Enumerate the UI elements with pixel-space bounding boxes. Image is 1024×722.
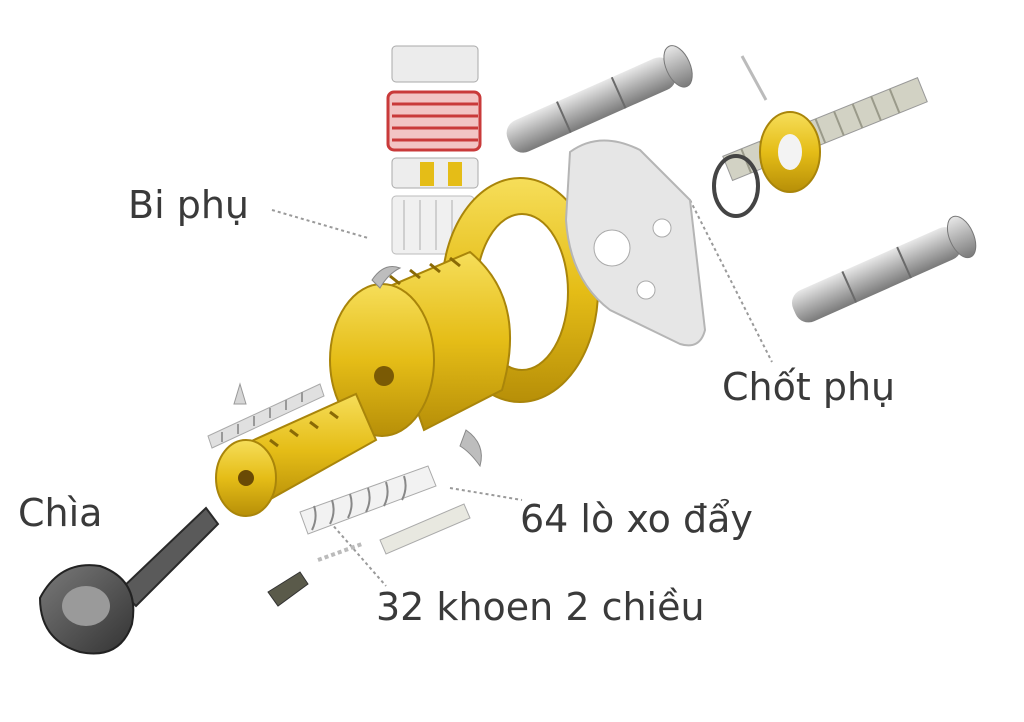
label-chia: Chìa: [18, 491, 102, 535]
curved-clip-top: [371, 266, 402, 289]
small-block: [267, 571, 309, 607]
pin-row-upper: [207, 382, 325, 449]
steel-pin-bottom: [792, 215, 977, 323]
curved-clip-bottom: [459, 429, 482, 468]
spring-clip-group: [299, 465, 471, 562]
brass-plug: [215, 392, 378, 517]
silver-plate: [564, 139, 707, 347]
steel-pin-top: [506, 45, 693, 153]
leader-lines: [271, 199, 773, 587]
label-khoen: 32 khoen 2 chiều: [376, 585, 705, 629]
key: [38, 506, 220, 655]
label-bi-phu: Bi phụ: [128, 183, 249, 227]
pin-spring-stack: [386, 45, 482, 255]
label-lo-xo: 64 lò xo đẩy: [520, 497, 753, 541]
tailpiece-assembly: [712, 55, 928, 218]
label-chot-phu: Chốt phụ: [722, 365, 895, 409]
